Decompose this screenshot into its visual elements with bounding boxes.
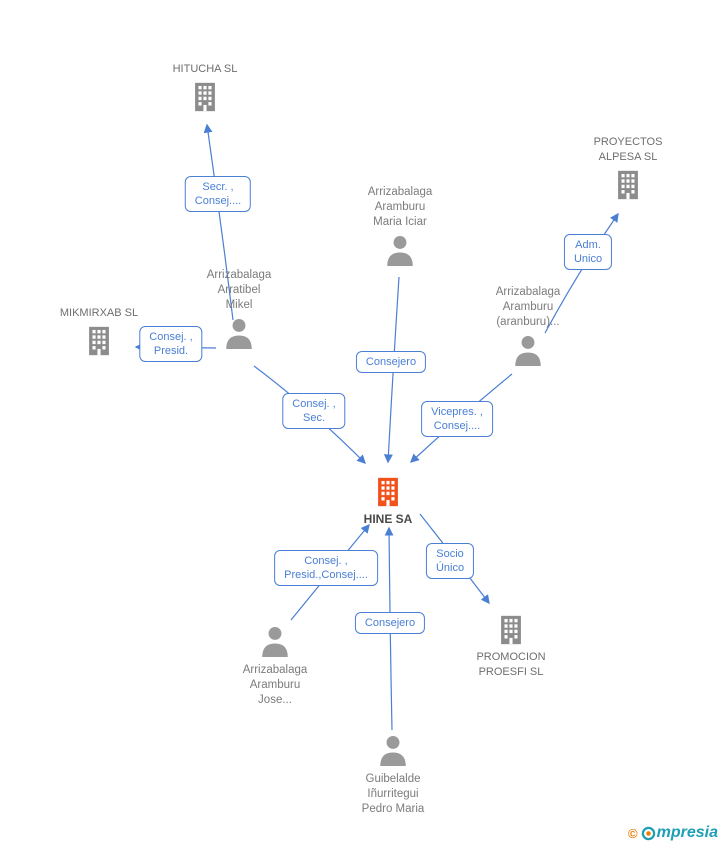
person-label-maria-iciar: Arrizabalaga Aramburu Maria Iciar xyxy=(367,186,433,228)
brand-text: mpresia xyxy=(656,824,718,841)
company-node-hine[interactable]: HINE SA xyxy=(323,475,453,527)
person-label-aranburu: Arrizabalaga Aramburu (aranburu)... xyxy=(495,286,561,328)
role-badge-socio-unico: Socio Único xyxy=(425,543,475,579)
person-icon xyxy=(262,627,288,657)
company-node-proyectos-alpesa[interactable]: PROYECTOS ALPESA SL xyxy=(563,135,693,202)
role-badge-consejero-top: Consejero xyxy=(355,351,427,373)
role-badge-consej-presid: Consej. , Presid. xyxy=(139,326,203,362)
brand-e-icon xyxy=(641,826,655,840)
role-badge-adm-unico: Adm. Unico xyxy=(563,234,613,270)
building-icon xyxy=(89,326,109,356)
company-label-promocion-proesfi: PROMOCION PROESFI SL xyxy=(476,651,546,678)
person-icon xyxy=(380,736,406,766)
company-node-promocion-proesfi[interactable]: PROMOCION PROESFI SL xyxy=(446,613,576,680)
company-node-hitucha[interactable]: HITUCHA SL xyxy=(140,62,270,114)
copyright-symbol: © xyxy=(628,825,638,841)
brand-wordmark: mpresia xyxy=(641,824,718,842)
person-icon xyxy=(515,336,541,366)
company-node-mikmirxab[interactable]: MIKMIRXAB SL xyxy=(34,306,164,358)
company-label-hitucha: HITUCHA SL xyxy=(172,63,238,75)
company-label-proyectos-alpesa: PROYECTOS ALPESA SL xyxy=(593,136,663,163)
person-icon xyxy=(387,236,413,266)
brand-logo[interactable]: © mpresia xyxy=(628,824,718,842)
building-icon xyxy=(618,170,638,200)
person-label-mikel: Arrizabalaga Arratibel Mikel xyxy=(206,269,272,311)
building-icon xyxy=(378,477,398,507)
edge-aranburu-proyectos xyxy=(544,212,619,334)
edge-mikel-hitucha xyxy=(203,123,234,321)
company-label-hine: HINE SA xyxy=(363,512,413,526)
person-label-pedro-maria: Guibelalde Iñurritegui Pedro Maria xyxy=(361,773,425,815)
role-badge-consejero-bottom: Consejero xyxy=(354,612,426,634)
person-icon xyxy=(226,319,252,349)
person-label-jose: Arrizabalaga Aramburu Jose... xyxy=(242,664,308,706)
company-label-mikmirxab: MIKMIRXAB SL xyxy=(59,307,139,319)
role-badge-consej-presid-consej: Consej. , Presid.,Consej.... xyxy=(274,550,378,586)
role-badge-vicepres-consej: Vicepres. , Consej.... xyxy=(421,401,493,437)
role-badge-secr-consej: Secr. , Consej.... xyxy=(184,176,252,212)
building-icon xyxy=(195,82,215,112)
person-node-jose[interactable]: Arrizabalaga Aramburu Jose... xyxy=(210,624,340,708)
person-node-mikel[interactable]: Arrizabalaga Arratibel Mikel xyxy=(174,268,304,352)
person-node-pedro-maria[interactable]: Guibelalde Iñurritegui Pedro Maria xyxy=(328,733,458,817)
person-node-maria-iciar[interactable]: Arrizabalaga Aramburu Maria Iciar xyxy=(335,185,465,269)
person-node-aranburu[interactable]: Arrizabalaga Aramburu (aranburu)... xyxy=(463,285,593,369)
building-icon xyxy=(501,615,521,645)
role-badge-consej-sec: Consej. , Sec. xyxy=(282,393,346,429)
